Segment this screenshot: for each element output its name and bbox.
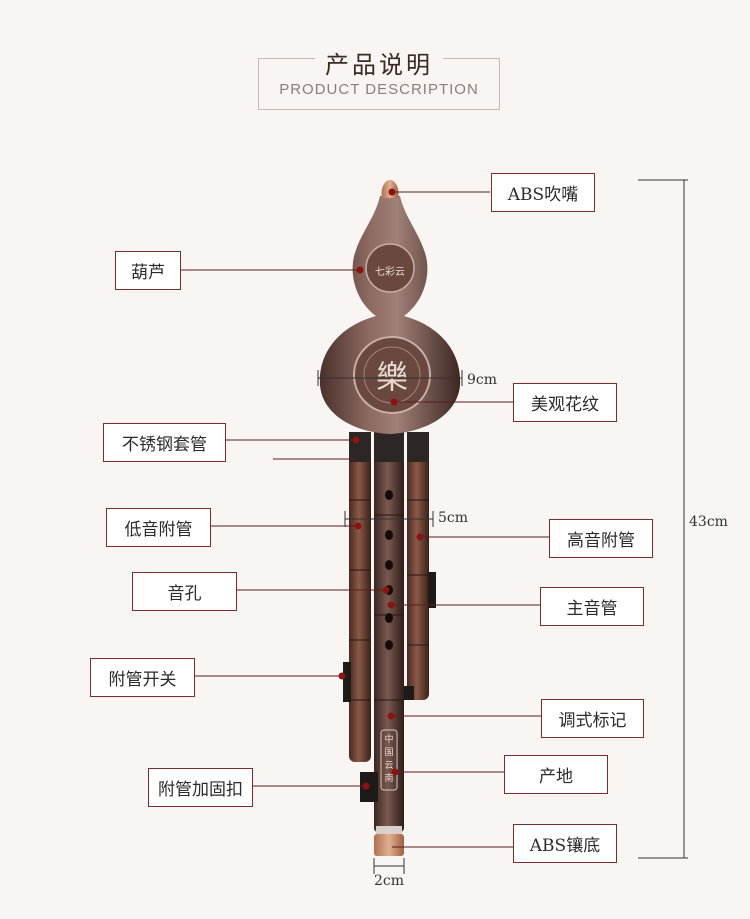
treble-pipe <box>407 432 429 700</box>
label-key-mark: 调式标记 <box>541 699 644 738</box>
top-medallion-text: 七彩云 <box>375 266 405 278</box>
label-pattern: 美观花纹 <box>513 383 617 422</box>
label-steel-sleeve: 不锈钢套管 <box>103 423 226 462</box>
label-switch: 附管开关 <box>90 658 195 697</box>
dim-bottom-width: 2cm <box>374 873 405 889</box>
page-subtitle: PRODUCT DESCRIPTION <box>279 81 479 98</box>
dim-total-height: 43cm <box>689 514 728 530</box>
bass-pipe <box>349 432 371 762</box>
label-abs-base: ABS镶底 <box>513 824 617 863</box>
label-bass-pipe: 低音附管 <box>106 508 211 547</box>
label-main-pipe: 主音管 <box>540 587 644 626</box>
dim-gourd-width: 9cm <box>467 372 498 388</box>
label-gourd: 葫芦 <box>115 251 181 290</box>
marker-dots <box>338 188 424 790</box>
label-abs-mouthpiece: ABS吹嘴 <box>491 173 595 212</box>
main-pipe-engraving: 中国云南 <box>384 735 394 784</box>
abs-base <box>374 834 404 856</box>
gourd: 七彩云 樂 <box>319 180 461 434</box>
header-frame: 产品说明 PRODUCT DESCRIPTION <box>258 51 500 110</box>
dim-pipe-width: 5cm <box>438 510 469 526</box>
big-medallion-text: 樂 <box>376 358 408 396</box>
label-origin: 产地 <box>504 755 608 794</box>
leader-lines <box>180 191 549 848</box>
label-tone-hole: 音孔 <box>132 572 237 611</box>
label-clasp: 附管加固扣 <box>148 768 253 807</box>
dimension-lines <box>317 179 688 874</box>
pipes <box>343 432 436 856</box>
label-treble-pipe: 高音附管 <box>549 519 653 558</box>
page-title: 产品说明 <box>259 45 499 80</box>
abs-mouthpiece <box>381 180 399 198</box>
